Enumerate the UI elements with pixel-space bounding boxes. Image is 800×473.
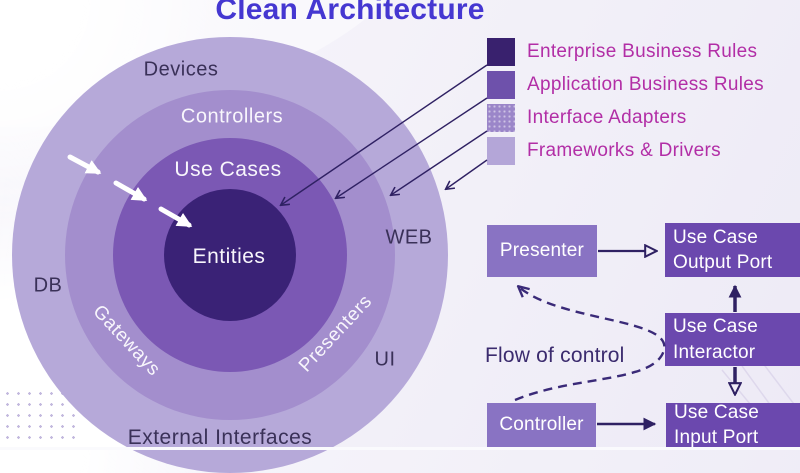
bottom-edge-strip — [0, 447, 800, 450]
legend-label-enterprise: Enterprise Business Rules — [527, 41, 758, 62]
label-db: DB — [33, 274, 63, 297]
legend-label-application: Application Business Rules — [527, 74, 764, 95]
legend-swatch-enterprise-icon — [487, 38, 515, 66]
legend-item-interface-adapters: Interface Adapters — [487, 104, 687, 132]
legend-swatch-frameworks-drivers-icon — [487, 137, 515, 165]
label-external-interfaces: External Interfaces — [127, 426, 313, 449]
flow-box-use-case-interactor: Use Case Interactor — [665, 313, 800, 366]
flow-box-controller: Controller — [487, 403, 596, 447]
legend-swatch-interface-adapters-icon — [487, 104, 515, 132]
flow-box-use-case-output-port: Use Case Output Port — [665, 223, 800, 277]
label-entities: Entities — [192, 245, 266, 268]
flow-box-presenter: Presenter — [487, 225, 597, 277]
legend-label-frameworks-drivers: Frameworks & Drivers — [527, 140, 721, 161]
label-devices: Devices — [143, 58, 219, 81]
legend-item-frameworks-drivers: Frameworks & Drivers — [487, 137, 721, 165]
legend-swatch-application-icon — [487, 71, 515, 99]
legend-item-application: Application Business Rules — [487, 71, 764, 99]
flow-box-use-case-input-port: Use Case Input Port — [666, 402, 800, 448]
label-web: WEB — [385, 226, 433, 249]
legend-item-enterprise: Enterprise Business Rules — [487, 38, 757, 66]
label-controllers: Controllers — [180, 105, 284, 128]
page-title: Clean Architecture — [215, 0, 485, 26]
label-ui: UI — [374, 348, 396, 371]
legend-label-interface-adapters: Interface Adapters — [527, 107, 687, 128]
flow-of-control-caption: Flow of control — [485, 344, 625, 367]
label-use-cases: Use Cases — [174, 158, 282, 181]
